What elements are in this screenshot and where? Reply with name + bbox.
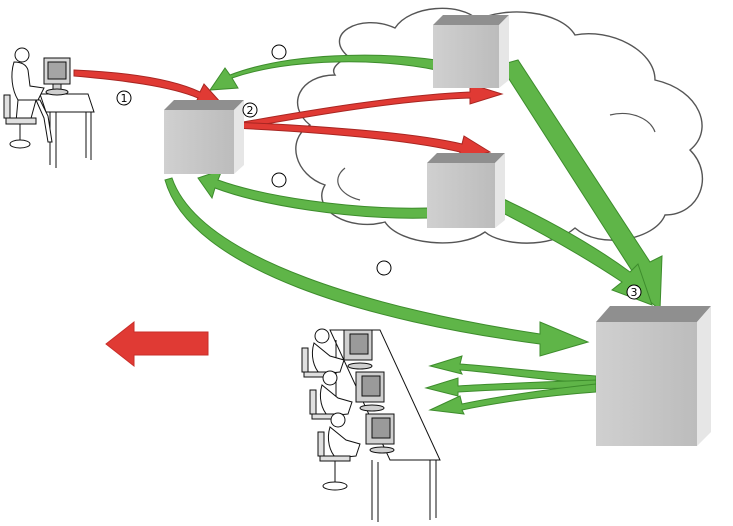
operator-monitor-3 — [366, 414, 394, 453]
marker-empty-c — [377, 261, 391, 275]
marker-2: 2 — [243, 103, 257, 117]
operator-2 — [310, 371, 352, 419]
marker-1: 1 — [117, 91, 131, 105]
server-cloud-1 — [433, 15, 509, 88]
server-main — [596, 306, 711, 446]
marker-empty-a — [272, 45, 286, 59]
person-at-computer-icon — [4, 48, 94, 168]
operator-3 — [318, 413, 360, 490]
direction-arrow-left — [106, 322, 208, 366]
svg-text:2: 2 — [247, 104, 254, 117]
marker-3: 3 — [627, 285, 641, 299]
marker-empty-b — [272, 173, 286, 187]
operator-monitor-2 — [356, 372, 384, 411]
operator-workstations-icon — [302, 329, 440, 522]
server-local — [164, 100, 244, 174]
server-cloud-2 — [427, 153, 505, 228]
svg-text:3: 3 — [631, 286, 638, 299]
svg-text:1: 1 — [121, 92, 128, 105]
